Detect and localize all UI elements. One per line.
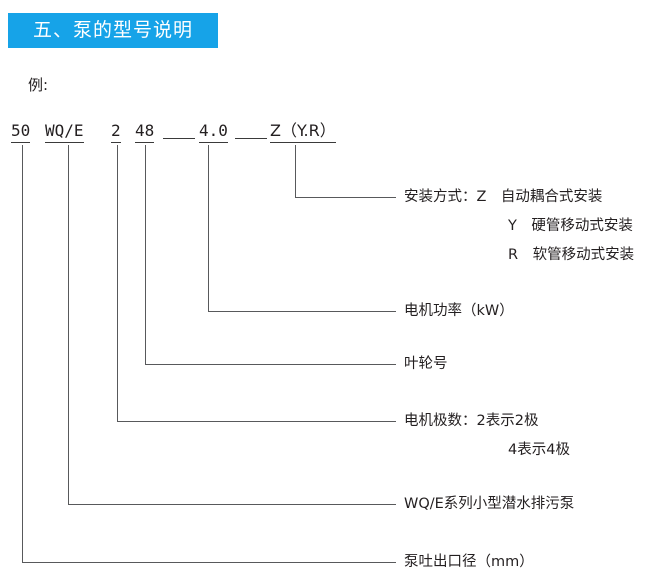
leader-horizontal-series [68,504,396,505]
callout-label-poles: 电机极数：2表示2极 [404,413,539,429]
leader-vertical-poles [117,145,118,422]
leader-horizontal-poles [117,421,396,422]
section-title-bar: 五、泵的型号说明 [8,13,218,48]
code-segment-impeller: 48 [135,122,155,143]
callout-sublabel-install-r: R 软管移动式安装 [508,247,635,263]
section-title-text: 五、泵的型号说明 [32,19,193,41]
callout-label-series: WQ/E系列小型潜水排污泵 [404,496,575,512]
leader-vertical-series [68,145,69,505]
code-segment-series: WQ/E [45,122,84,143]
code-segment-install: Z（Y.R） [270,122,336,143]
callout-label-install: 安装方式：Z 自动耦合式安装 [404,189,603,205]
leader-vertical-install [295,145,296,198]
code-segment-poles: 2 [111,122,121,143]
leader-horizontal-impeller [145,364,396,365]
leader-horizontal-bore [22,562,396,563]
leader-vertical-bore [22,145,23,563]
callout-label-power: 电机功率（kW） [404,303,514,319]
callout-sublabel-poles-4: 4表示4极 [508,442,570,458]
code-connector-dash-1 [163,138,195,139]
callout-sublabel-install-y: Y 硬管移动式安装 [508,218,633,234]
code-segment-bore: 50 [11,122,31,143]
leader-horizontal-install [295,197,396,198]
callout-label-bore: 泵吐出口径（mm） [404,554,534,570]
callout-label-impeller: 叶轮号 [404,356,448,372]
leader-vertical-power [208,145,209,312]
code-connector-dash-2 [235,138,267,139]
leader-vertical-impeller [145,145,146,365]
leader-horizontal-power [208,311,396,312]
example-label: 例: [28,76,49,94]
code-segment-power: 4.0 [199,122,228,143]
